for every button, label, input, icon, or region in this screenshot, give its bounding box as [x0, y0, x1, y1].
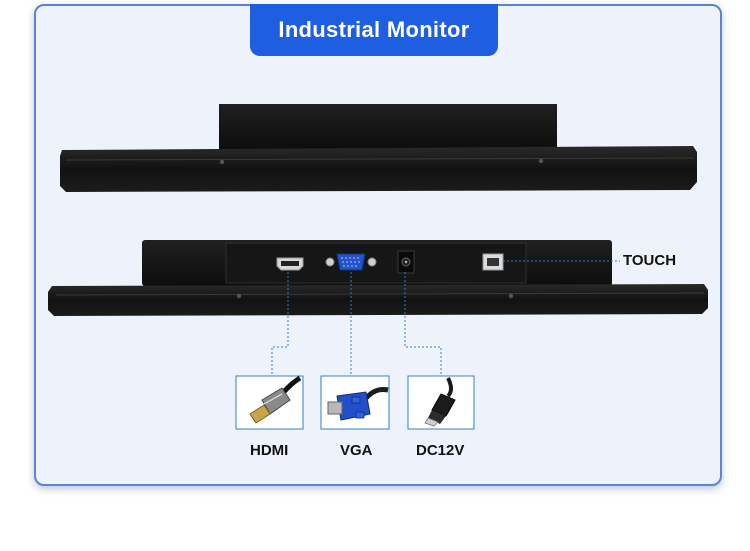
callout-lines [271, 260, 620, 376]
dc-jack-icon [397, 250, 415, 274]
vga-label: VGA [340, 442, 373, 459]
front-bezel-top [60, 146, 697, 192]
hdmi-cable-icon [235, 375, 304, 430]
hdmi-port-icon [276, 257, 304, 271]
hdmi-label: HDMI [250, 442, 289, 459]
screw-hole [219, 159, 225, 165]
vga-port-icon [325, 253, 377, 271]
touch-label: TOUCH [623, 252, 677, 269]
front-bezel-bottom [48, 284, 708, 316]
vga-cable-icon [320, 375, 390, 430]
monitor-top-view [60, 104, 697, 192]
dc12v-label: DC12V [416, 442, 465, 459]
usb-b-port-icon [482, 253, 504, 271]
page-title: Industrial Monitor [250, 4, 498, 56]
screw-hole [508, 293, 514, 299]
screw-hole [236, 293, 242, 299]
monitor-bottom-view [48, 240, 708, 316]
callout-hdmi [271, 272, 289, 376]
screw-hole [538, 158, 544, 164]
callout-dc [404, 272, 442, 376]
dc-power-cable-icon [407, 375, 475, 430]
rear-housing-top [219, 104, 557, 150]
